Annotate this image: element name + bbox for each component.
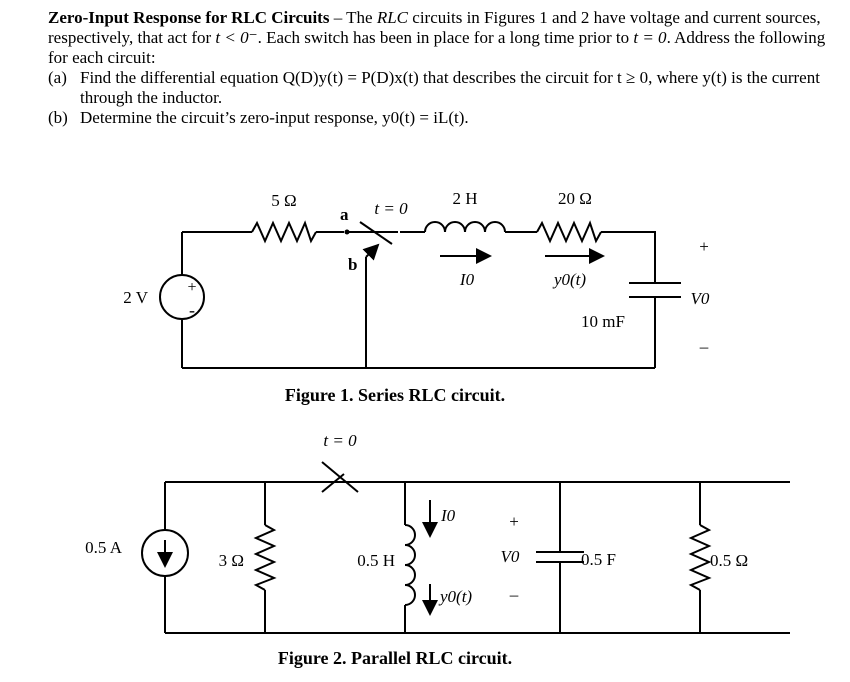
fig2-v-plus: + [509, 512, 519, 531]
fig1-output-label: y0(t) [552, 270, 586, 289]
fig2-current-label: I0 [440, 506, 456, 525]
fig1-v-plus: + [699, 237, 709, 256]
fig1-switch-label: t = 0 [374, 199, 408, 218]
intro-time: t = 0 [633, 28, 667, 47]
fig2-resistor-3-icon [253, 524, 277, 591]
fig2-caption: Figure 2. Parallel RLC circuit. [278, 648, 512, 668]
fig1-inductor-label: 2 H [452, 189, 477, 208]
fig1-voltage-source-icon [159, 274, 205, 320]
fig1-switch-icon [344, 221, 398, 261]
fig2-inductor-icon [404, 524, 416, 606]
problem-statement: Zero-Input Response for RLC Circuits – T… [48, 8, 838, 128]
fig2-r2-label: 0.5 Ω [710, 551, 748, 570]
problem-title: Zero-Input Response for RLC Circuits [48, 8, 330, 27]
fig2-output-label: y0(t) [438, 587, 472, 606]
intro-part-a: – The [329, 8, 377, 27]
intro-part-b: circuits in Figures 1 and 2 have voltage… [48, 8, 821, 47]
figure-1-series-rlc: + - 2 V 5 Ω a b t = 0 2 H I0 20 Ω y0(t) [123, 189, 710, 405]
fig2-resistor-05-icon [688, 524, 712, 591]
part-a-text: Find the differential equation Q(D)y(t) … [80, 68, 820, 107]
fig1-node-a: a [340, 205, 349, 224]
fig1-source-minus: - [189, 300, 195, 320]
fig1-source-plus: + [187, 279, 196, 296]
fig2-source-label: 0.5 A [85, 538, 123, 557]
fig1-resistor-20-icon [536, 220, 602, 244]
fig2-switch-icon [310, 461, 370, 493]
part-b-label: (b) [48, 108, 68, 127]
part-b-text: Determine the circuit’s zero-input respo… [80, 108, 469, 127]
intro-part-d: . Address the following for each circuit… [48, 28, 826, 67]
fig2-capacitor-icon [536, 551, 584, 563]
intro-rlc: RLC [376, 8, 409, 27]
fig1-source-label: 2 V [123, 288, 148, 307]
fig2-r1-label: 3 Ω [219, 551, 244, 570]
fig1-wire-r2-right [601, 231, 656, 282]
part-a-label: (a) [48, 68, 67, 87]
fig1-cap-label: 10 mF [581, 312, 625, 331]
figure-2-parallel-rlc: 0.5 A t = 0 3 Ω 0.5 H I0 y0(t) + V0 – [85, 431, 790, 668]
fig1-r1-label: 5 Ω [271, 191, 296, 210]
fig2-inductor-label: 0.5 H [357, 551, 395, 570]
intro-condition: t < 0 [215, 28, 249, 47]
part-b: (b) Determine the circuit’s zero-input r… [48, 108, 838, 128]
fig1-resistor-5-icon [251, 220, 317, 244]
intro-part-c: ⁻. Each switch has been in place for a l… [248, 28, 634, 47]
fig2-switch-label: t = 0 [323, 431, 357, 450]
fig2-cap-label: 0.5 F [581, 550, 616, 569]
fig1-v-minus: – [699, 337, 709, 356]
fig1-v-label: V0 [691, 289, 710, 308]
fig2-v-minus: – [509, 585, 519, 604]
part-a: (a) Find the differential equation Q(D)y… [48, 68, 838, 108]
fig1-caption: Figure 1. Series RLC circuit. [285, 385, 505, 405]
fig2-v-label: V0 [501, 547, 520, 566]
fig1-node-b: b [348, 255, 357, 274]
fig2-current-source-icon [141, 529, 189, 577]
fig1-inductor-icon [424, 221, 506, 233]
fig1-capacitor-icon [629, 282, 681, 298]
problem-intro: Zero-Input Response for RLC Circuits – T… [48, 8, 838, 68]
fig1-r2-label: 20 Ω [558, 189, 592, 208]
fig1-current-label: I0 [459, 270, 475, 289]
